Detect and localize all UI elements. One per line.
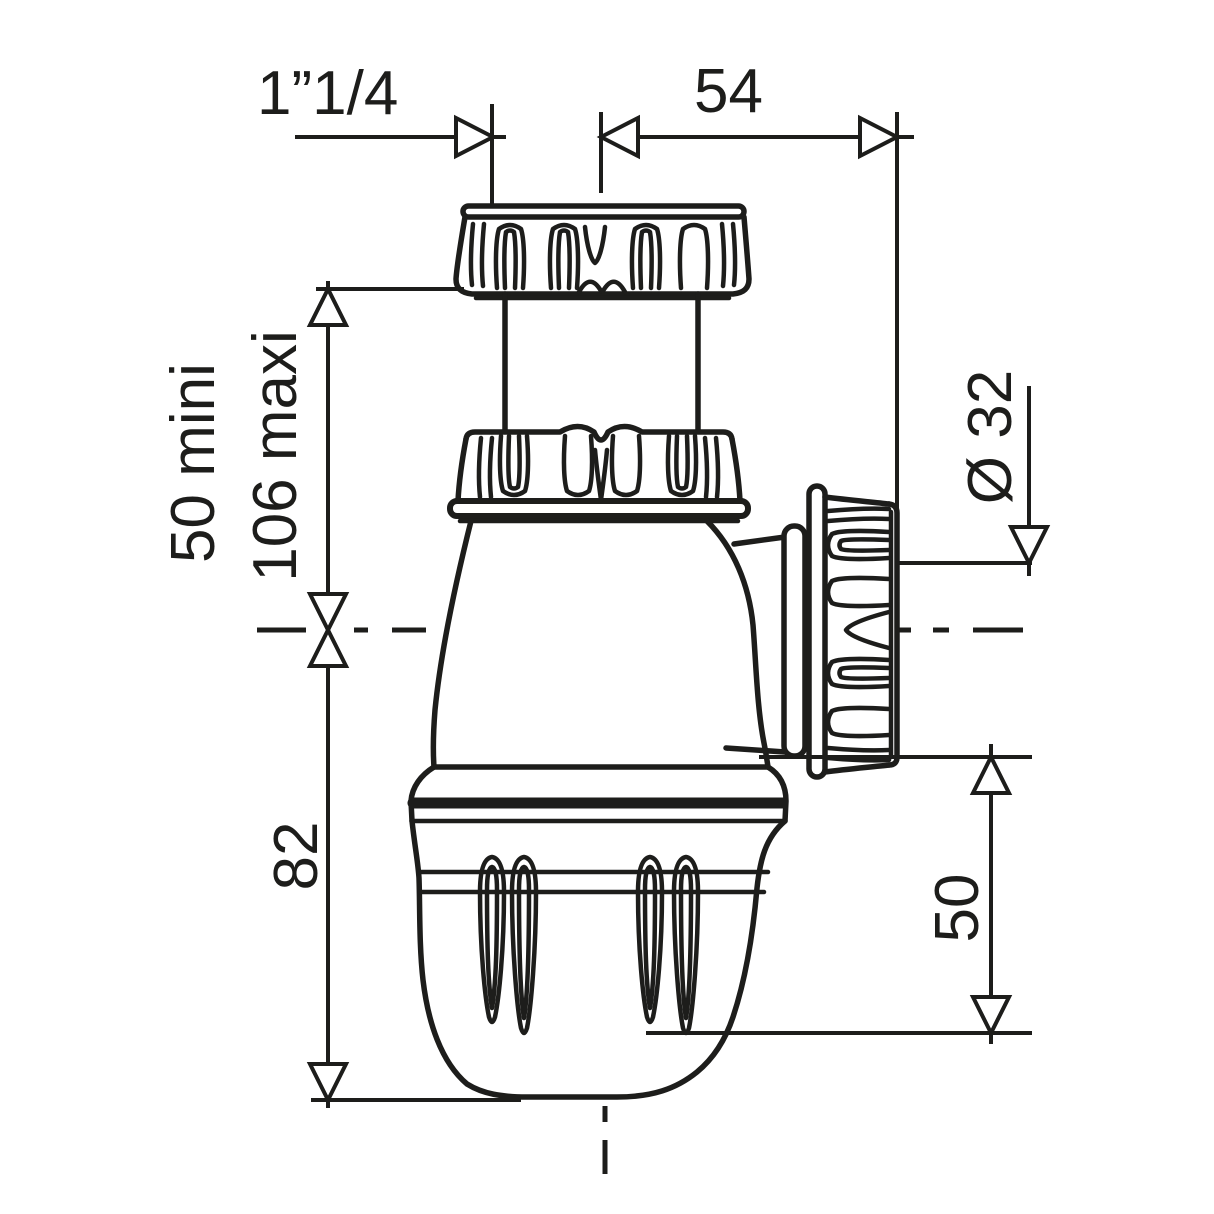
inlet-nut <box>453 203 752 301</box>
arrow-up-icon <box>969 752 1013 795</box>
inlet-nut-knurls <box>468 221 738 295</box>
arrow-up-icon <box>306 284 350 327</box>
dim-label-outlet-height: 50 <box>923 874 992 943</box>
outlet-nut-rear-face <box>886 501 900 768</box>
arrow-down-icon <box>306 1062 350 1105</box>
dim-label-adjust-min: 50 mini <box>159 363 228 563</box>
lock-nut-right-edge <box>729 436 743 504</box>
arrow-down-icon <box>1007 525 1051 568</box>
outlet-nut <box>822 494 900 775</box>
dim-label-body-height: 82 <box>262 822 331 891</box>
lock-nut-top-edge <box>463 423 735 443</box>
inlet-tube <box>502 291 701 433</box>
outlet-nut-knurls <box>825 506 892 763</box>
arrow-right-icon <box>858 114 902 160</box>
trap-cup <box>409 818 788 1100</box>
arrow-down-icon <box>306 592 350 635</box>
inlet-nut-band <box>453 214 752 297</box>
dim-label-adjust-max: 106 maxi <box>241 330 310 582</box>
outlet-stub-bottom <box>723 745 788 755</box>
dim-outlet-diameter: Ø 32 <box>898 370 1051 576</box>
lock-nut <box>447 423 751 524</box>
body-right-edge <box>704 518 771 770</box>
dim-inlet-thread: 1”1/4 <box>257 59 506 206</box>
lock-nut-knurls <box>476 433 721 503</box>
dim-label-horizontal-offset: 54 <box>694 57 763 126</box>
trap-body <box>407 518 789 824</box>
body-flare-left <box>408 764 437 824</box>
outlet-nut-bottom-edge <box>822 762 892 775</box>
arrow-right-icon <box>454 114 498 160</box>
dim-outlet-height: 50 <box>646 744 1032 1044</box>
arrow-up-icon <box>306 625 350 668</box>
cup-outline <box>409 818 788 1100</box>
dim-horizontal-offset: 54 <box>596 57 914 565</box>
arrow-down-icon <box>969 995 1013 1038</box>
outlet-stub-top <box>731 534 788 547</box>
arrow-left-icon <box>596 114 640 160</box>
dim-label-outlet-diameter: Ø 32 <box>956 370 1025 504</box>
grip-ribs-left <box>477 854 539 1036</box>
body-left-edge <box>430 518 474 770</box>
outlet <box>723 483 900 780</box>
dim-label-inlet-thread: 1”1/4 <box>257 59 398 128</box>
grip-ribs-right <box>635 854 701 1036</box>
dim-adjustable-height: 50 mini 106 maxi 82 <box>159 281 521 1108</box>
outlet-nut-flange <box>806 483 828 780</box>
lock-nut-left-edge <box>455 436 469 504</box>
outlet-gasket <box>781 523 808 759</box>
outlet-nut-top-edge <box>822 494 892 507</box>
centerlines <box>257 627 1023 1174</box>
lock-nut-rim <box>447 498 751 519</box>
inlet-nut-rim <box>460 203 747 220</box>
body-flare-right <box>765 764 789 824</box>
